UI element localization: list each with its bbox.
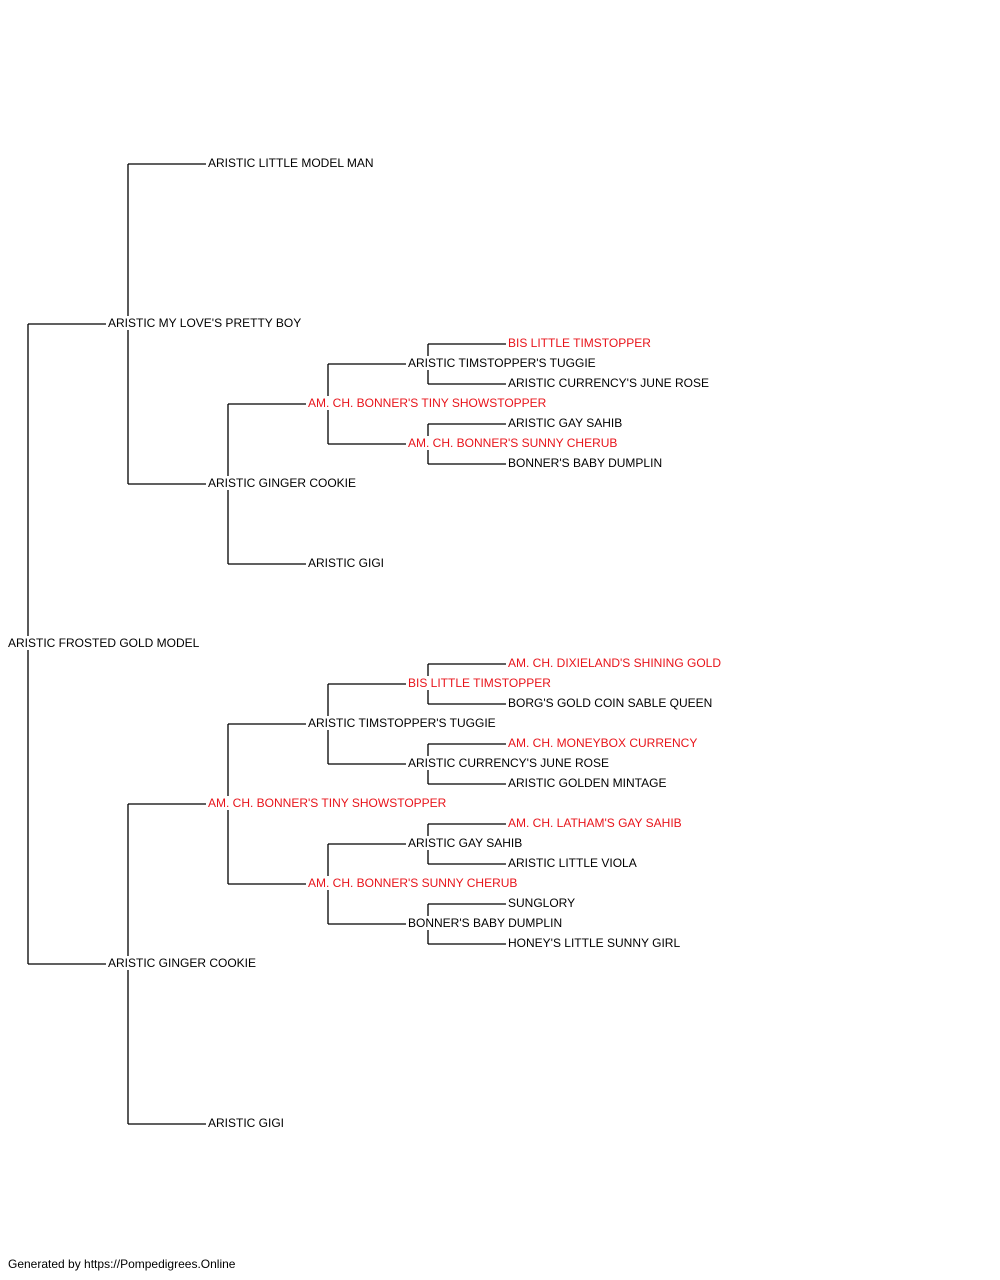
- pedigree-name-gen4: ARISTIC GAY SAHIB: [408, 836, 525, 850]
- footer-credit: Generated by https://Pompedigrees.Online: [8, 1257, 236, 1271]
- pedigree-name-gen5: AM. CH. DIXIELAND'S SHINING GOLD: [508, 656, 723, 670]
- pedigree-name-gen5: AM. CH. LATHAM'S GAY SAHIB: [508, 816, 684, 830]
- pedigree-name-gen5: BONNER'S BABY DUMPLIN: [508, 456, 665, 470]
- pedigree-name-gen4: BONNER'S BABY DUMPLIN: [408, 916, 565, 930]
- pedigree-name-gen5: AM. CH. MONEYBOX CURRENCY: [508, 736, 700, 750]
- pedigree-name-gen2: ARISTIC LITTLE MODEL MAN: [208, 156, 376, 170]
- pedigree-name-gen5: SUNGLORY: [508, 896, 578, 910]
- pedigree-name-gen3: ARISTIC GIGI: [308, 556, 387, 570]
- pedigree-name-gen5: BIS LITTLE TIMSTOPPER: [508, 336, 653, 350]
- pedigree-name-gen4: BIS LITTLE TIMSTOPPER: [408, 676, 553, 690]
- pedigree-name-gen1: ARISTIC MY LOVE'S PRETTY BOY: [108, 316, 304, 330]
- pedigree-name-gen2: AM. CH. BONNER'S TINY SHOWSTOPPER: [208, 796, 449, 810]
- pedigree-name-gen0: ARISTIC FROSTED GOLD MODEL: [8, 636, 202, 650]
- pedigree-name-gen5: ARISTIC LITTLE VIOLA: [508, 856, 639, 870]
- pedigree-name-gen5: ARISTIC GOLDEN MINTAGE: [508, 776, 669, 790]
- pedigree-name-gen2: ARISTIC GINGER COOKIE: [208, 476, 359, 490]
- pedigree-name-gen2: ARISTIC GIGI: [208, 1116, 287, 1130]
- pedigree-name-gen5: ARISTIC GAY SAHIB: [508, 416, 625, 430]
- pedigree-name-gen5: BORG'S GOLD COIN SABLE QUEEN: [508, 696, 715, 710]
- pedigree-name-gen4: ARISTIC TIMSTOPPER'S TUGGIE: [408, 356, 598, 370]
- pedigree-name-gen3: AM. CH. BONNER'S SUNNY CHERUB: [308, 876, 520, 890]
- pedigree-name-gen4: AM. CH. BONNER'S SUNNY CHERUB: [408, 436, 620, 450]
- pedigree-name-gen3: ARISTIC TIMSTOPPER'S TUGGIE: [308, 716, 498, 730]
- pedigree-name-gen5: HONEY'S LITTLE SUNNY GIRL: [508, 936, 683, 950]
- pedigree-name-gen5: ARISTIC CURRENCY'S JUNE ROSE: [508, 376, 711, 390]
- pedigree-name-gen4: ARISTIC CURRENCY'S JUNE ROSE: [408, 756, 611, 770]
- pedigree-name-gen1: ARISTIC GINGER COOKIE: [108, 956, 259, 970]
- pedigree-name-gen3: AM. CH. BONNER'S TINY SHOWSTOPPER: [308, 396, 549, 410]
